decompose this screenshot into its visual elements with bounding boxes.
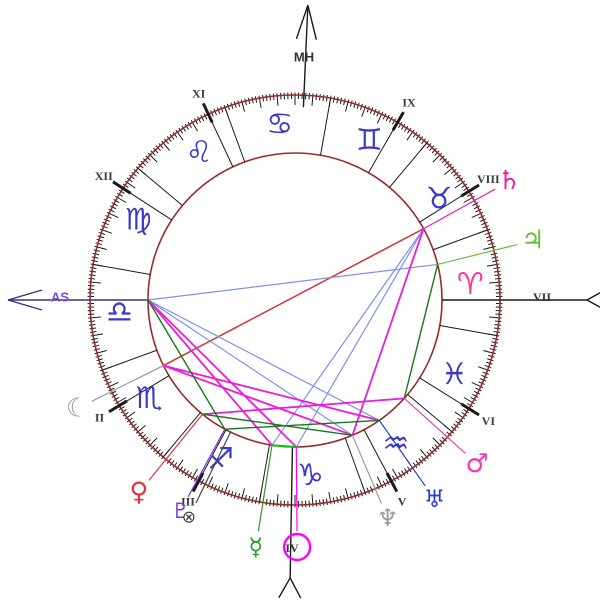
sign-gemini-glyph: ♊ [356, 123, 383, 158]
sign-aries-glyph: ♈ [457, 267, 484, 302]
house-ix-label: IX [402, 96, 416, 110]
aspect-line-ascendant-point-neptune [147, 299, 353, 436]
sun-glyph [282, 532, 312, 562]
midheaven-axis-line [302, 5, 309, 108]
imum-coeli-axis-line [289, 446, 294, 578]
pluto-pointer-line [187, 428, 226, 498]
aspect-line-sun-mercury [271, 444, 297, 448]
house-cusp-mark-iii [191, 472, 205, 493]
descendant-tail-fletching [586, 299, 600, 308]
imum-coeli-tail-fletching [278, 577, 291, 599]
house-cusp-mark-xi [201, 102, 214, 123]
house-xii-label: XII [95, 169, 113, 183]
sign-boundary-line [407, 394, 453, 433]
venus-glyph: ♀ [129, 478, 148, 508]
house-cusp-line-ix [368, 122, 398, 173]
uranus-pointer-line [378, 420, 426, 487]
ascendant-label: AS [51, 290, 69, 305]
house-ii-label: II [95, 410, 105, 424]
aspect-line-ascendant-point-jupiter [147, 263, 438, 301]
house-cusp-mark-ii [108, 399, 128, 414]
sign-cancer-glyph: ♋ [266, 107, 293, 142]
sign-boundary-line [258, 444, 270, 502]
aspect-line-venus-neptune [202, 413, 353, 437]
sun-pointer-line [295, 446, 298, 531]
house-cusp-line-iii [198, 429, 227, 482]
house-cusp-line-xi [207, 113, 234, 167]
mars-glyph: ♂ [465, 449, 488, 479]
neptune-pointer-line [351, 435, 382, 504]
jupiter-glyph: ♃ [521, 226, 544, 256]
sign-pisces-glyph: ♓ [441, 357, 468, 392]
sign-boundary-line [102, 349, 158, 371]
venus-pointer-line [148, 413, 203, 481]
house-vi-label: VI [482, 414, 496, 428]
house-cusp-mark-viii [460, 183, 480, 198]
neptune-glyph: ♆ [377, 504, 399, 532]
jupiter-pointer-line [437, 244, 518, 266]
imum-coeli-label: IV [285, 541, 299, 555]
sign-boundary-line [320, 98, 332, 156]
aspect-line-venus-mars [202, 397, 405, 416]
part-of-fortune-glyph: ⊗ [182, 508, 196, 528]
descendant-tail-fletching [586, 292, 600, 301]
descendant-label: VII [533, 290, 551, 304]
moon-pointer-line [91, 365, 164, 402]
house-xi-label: XI [192, 86, 206, 100]
midheaven-label: MH [294, 50, 314, 65]
sign-boundary-line [224, 107, 246, 163]
saturn-pointer-line [423, 188, 496, 230]
aspect-line-ascendant-point-pluto [147, 299, 226, 430]
sign-scorpio-glyph: ♏ [136, 381, 163, 416]
sign-boundary-line [389, 142, 428, 188]
ascendant-arrowhead [7, 299, 43, 311]
sign-libra-glyph: ♎ [106, 295, 133, 330]
house-cusp-line-v [363, 429, 392, 482]
house-cusp-line-vi [419, 377, 470, 410]
sign-boundary-line [344, 437, 366, 493]
house-viii-label: VIII [477, 172, 500, 186]
sign-boundary-line [162, 412, 201, 458]
sign-boundary-line [439, 325, 497, 337]
sign-taurus-glyph: ♉ [426, 182, 453, 217]
aspect-line-moon-uranus [163, 364, 380, 422]
house-cusp-mark-v [385, 472, 399, 493]
midheaven-arrowhead [295, 5, 309, 40]
house-cusp-line-xii [122, 187, 172, 221]
aspect-line-ascendant-point-uranus [147, 299, 380, 421]
aspect-line-moon-saturn [163, 228, 424, 367]
house-cusp-line-ii [119, 375, 170, 407]
midheaven-arrowhead [307, 5, 318, 40]
aspect-line-jupiter-mars [403, 264, 439, 399]
imum-coeli-tail-fletching [289, 577, 302, 599]
aspect-line-saturn-mercury [271, 228, 425, 446]
house-cusp-line-viii [419, 190, 470, 223]
house-cusp-mark-xii [112, 180, 132, 195]
house-cusp-mark-vi [460, 402, 480, 417]
sign-leo-glyph: ♌ [186, 135, 213, 170]
sign-boundary-line [432, 229, 488, 251]
uranus-glyph: ♅ [424, 485, 446, 513]
house-cusp-mark-ix [391, 111, 405, 132]
house-v-label: V [398, 494, 407, 508]
sign-boundary-line [93, 263, 151, 275]
pluto-glyph: ♇ [171, 499, 190, 523]
aspect-line-ascendant-point-sun [147, 299, 297, 448]
house-iii-label: III [181, 494, 195, 508]
sign-boundary-line [137, 167, 183, 206]
inner-circle [147, 152, 443, 448]
mars-pointer-line [403, 397, 466, 454]
part-of-fortune-pointer-line [195, 431, 232, 504]
aspect-line-pluto-uranus [224, 419, 380, 430]
mercury-pointer-line [257, 445, 273, 532]
sign-virgo-glyph: ♍ [125, 203, 152, 238]
aspect-line-saturn-sun [295, 228, 425, 448]
sign-capricorn-glyph: ♑ [297, 458, 324, 493]
ascendant-arrowhead [7, 289, 43, 301]
moon-glyph: ☾ [66, 393, 89, 423]
saturn-glyph: ♄ [498, 166, 521, 196]
mercury-glyph: ☿ [249, 533, 264, 561]
